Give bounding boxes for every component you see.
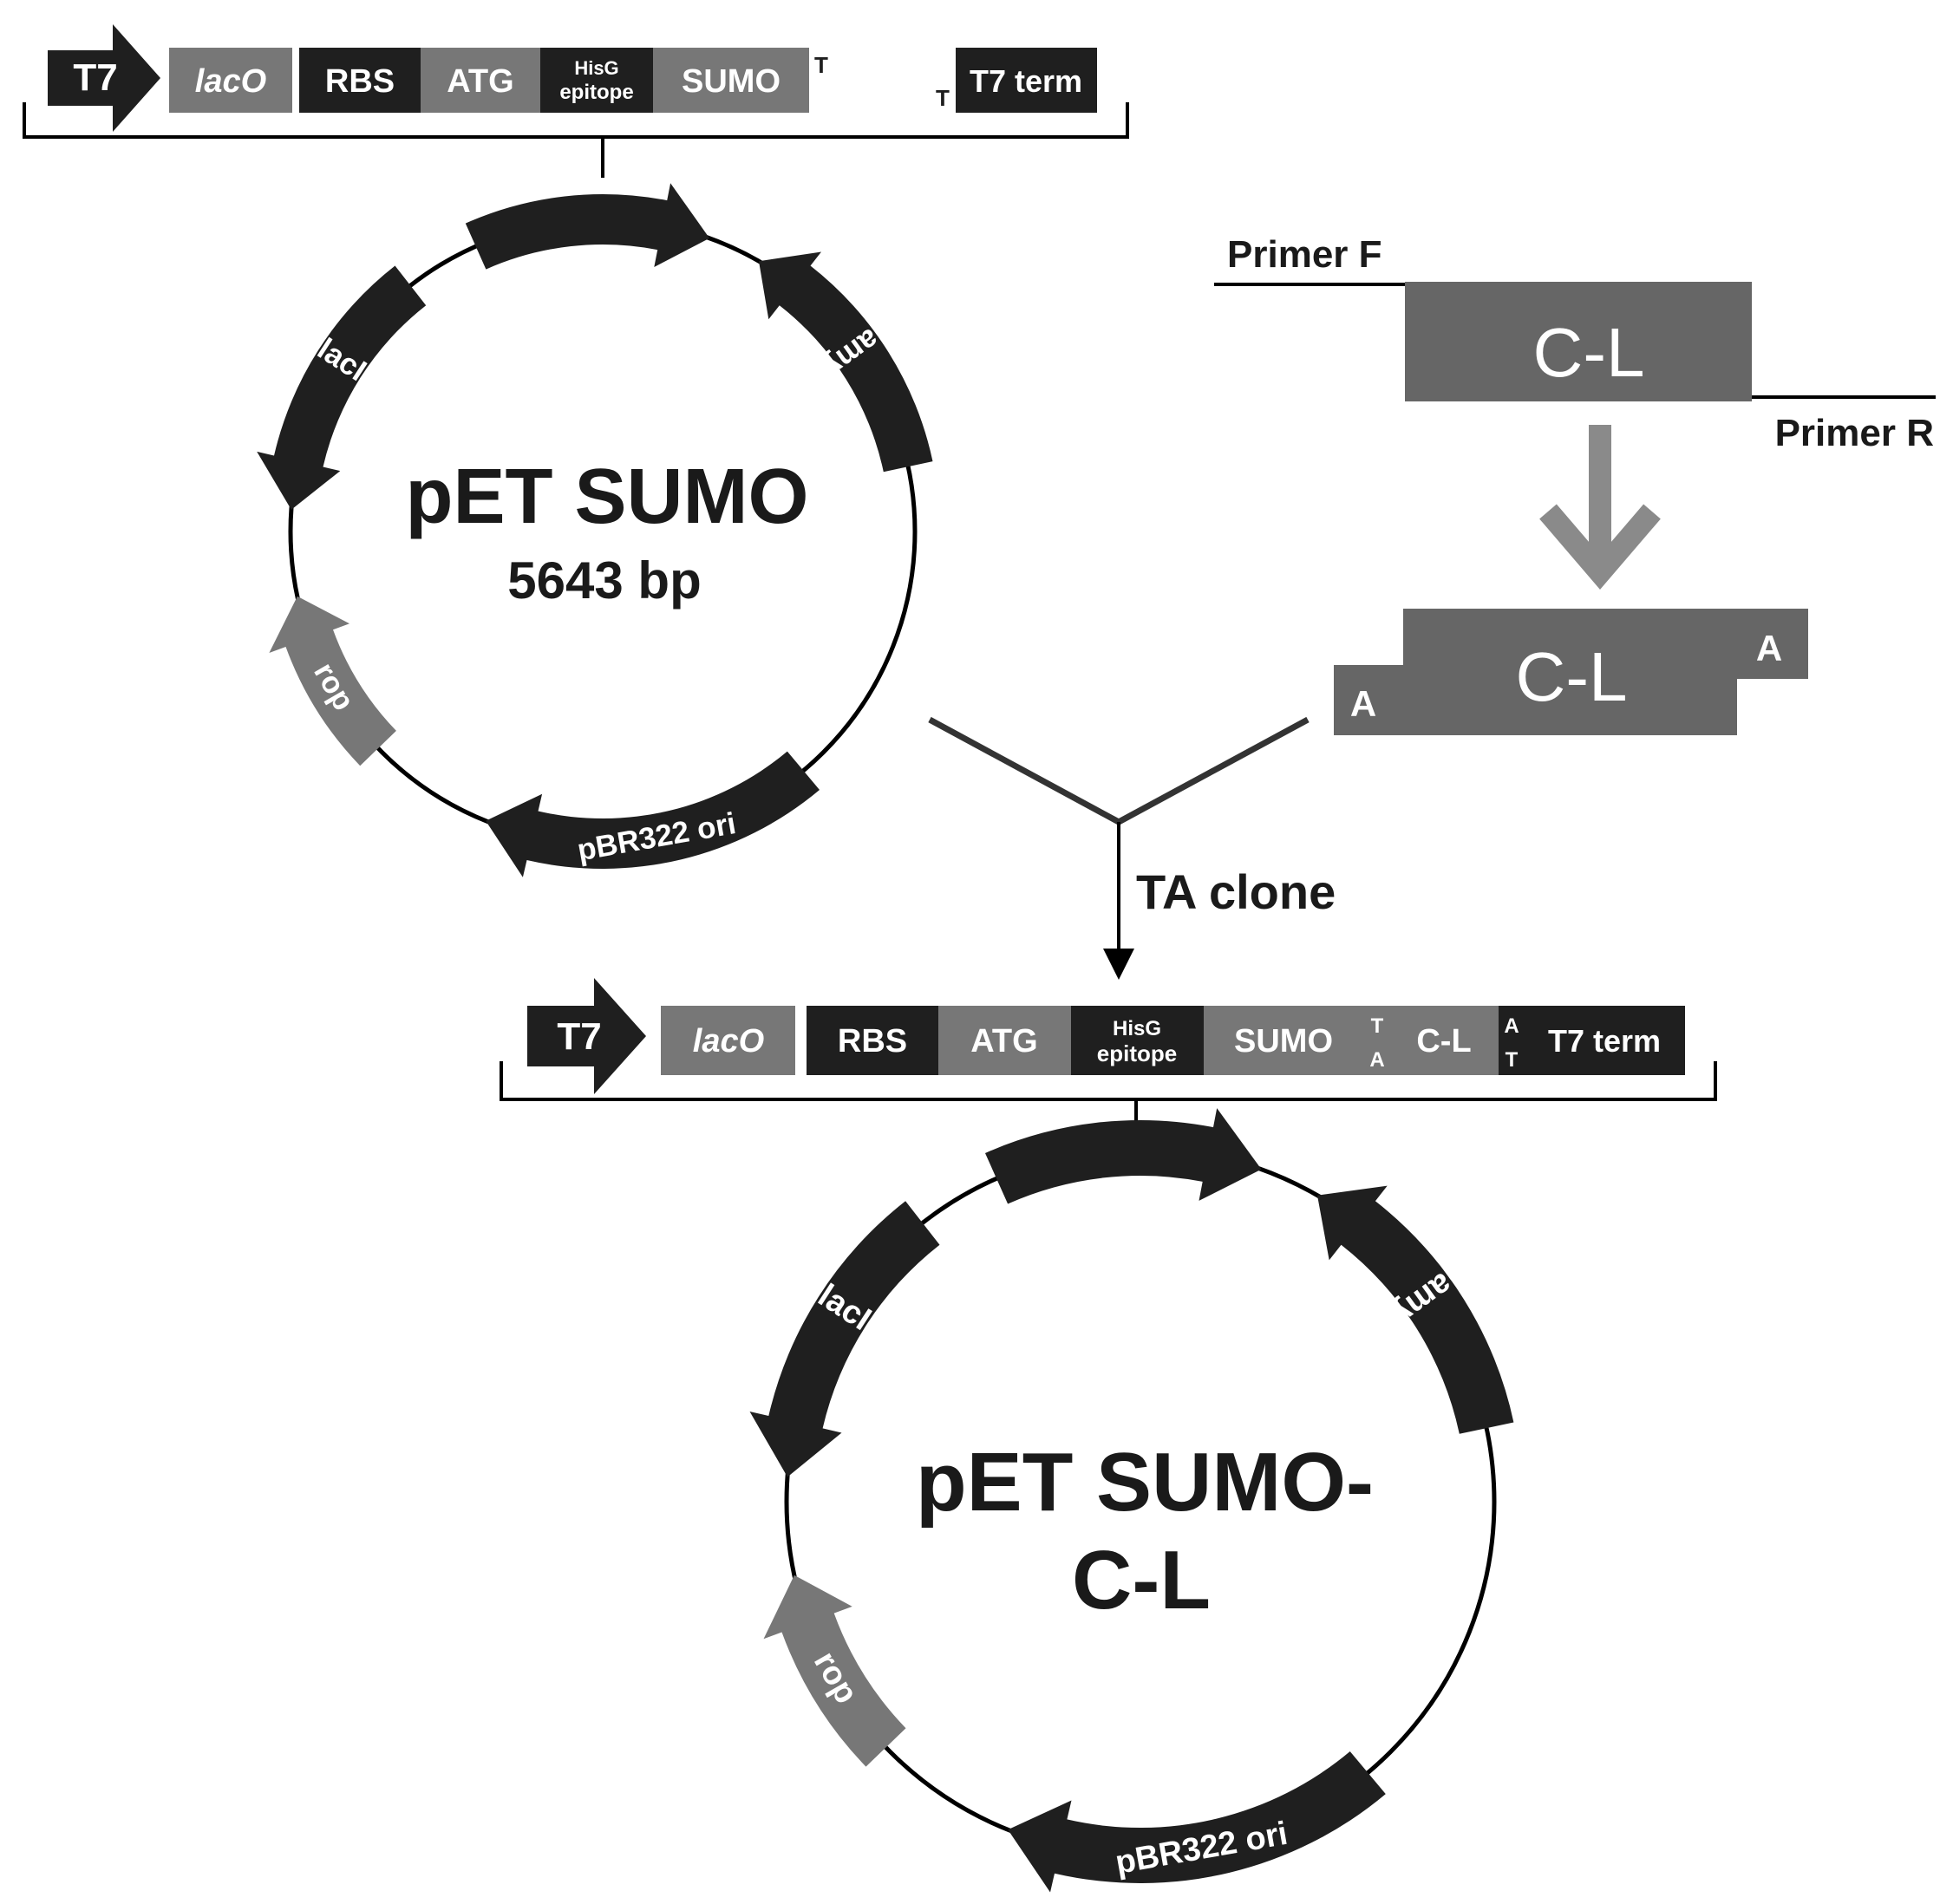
ta-junction-bottom: A: [1369, 1048, 1384, 1072]
atg-box-2: [938, 1006, 1071, 1075]
rbs-box: [299, 48, 421, 113]
bottom-bracket: [500, 1061, 1717, 1101]
top-bracket: [23, 102, 1129, 139]
sumo-box-2: [1204, 1006, 1364, 1075]
t-overhang-left: T: [936, 85, 950, 111]
at-junction-box: [1499, 1006, 1525, 1075]
at-junction-bottom: T: [1506, 1048, 1519, 1072]
at-junction-top: A: [1504, 1014, 1519, 1038]
cl-insert-label: C-L: [1533, 314, 1645, 391]
insert-pcr-product: Primer F C-L Primer R C-L A A: [1214, 233, 1936, 735]
t7term-box-2: [1525, 1006, 1685, 1075]
t7term-box: [956, 48, 1097, 113]
primer-f-label: Primer F: [1227, 233, 1382, 276]
plasmid2-rop-arrow: [763, 1575, 906, 1767]
cl-label-2: C-L: [1416, 1023, 1471, 1060]
t7-label-2: T7: [557, 1015, 601, 1058]
a-tailed-insert: [1334, 609, 1808, 735]
plasmid1-rop-arrow: [269, 596, 396, 766]
plasmid1-kanamycin-arrow: [759, 251, 933, 473]
rbs-label: RBS: [325, 63, 395, 100]
plasmid1-name: pET SUMO: [406, 453, 809, 540]
cl-insert-box: [1405, 282, 1752, 401]
sumo-label: SUMO: [682, 63, 781, 100]
pcr-down-arrow: [1539, 425, 1661, 590]
atg-box: [421, 48, 540, 113]
plasmid2-kanamycin-arrow: [1317, 1185, 1514, 1434]
atg-label-2: ATG: [970, 1023, 1037, 1060]
laco-box-2: [661, 1006, 795, 1075]
hisg-label-2: epitope: [559, 81, 633, 104]
ta-junction-top: T: [1371, 1014, 1384, 1038]
ta-clone-join: TA clone: [928, 716, 1336, 980]
sumo-label-2: SUMO: [1234, 1023, 1333, 1060]
rbs-label-2: RBS: [838, 1023, 907, 1060]
plasmid2-name-line1: pET SUMO-: [916, 1436, 1374, 1529]
t7term-label: T7 term: [970, 63, 1082, 99]
hisg-box-2: [1071, 1006, 1204, 1075]
ta-clone-label: TA clone: [1136, 864, 1336, 919]
hisg-box: [540, 48, 653, 113]
cl-box-2: [1390, 1006, 1499, 1075]
laco-label: lacO: [195, 63, 266, 100]
laco-label-2: lacO: [693, 1023, 764, 1060]
plasmid1-ori-arrow: [486, 751, 820, 877]
a-tailed-insert-label: C-L: [1516, 638, 1628, 715]
t7-promoter-arrow: [48, 24, 160, 132]
sumo-box: [653, 48, 809, 113]
plasmid2-laci-arrow: [749, 1201, 940, 1477]
t-overhang-top: T: [814, 52, 828, 78]
t7-label: T7: [73, 56, 117, 99]
top-expression-cassette: T7 lacO RBS ATG HisG epitope SUMO T T T7…: [23, 24, 1129, 178]
plasmid1-laci-arrow: [257, 265, 427, 510]
atg-label: ATG: [447, 63, 513, 100]
plasmid1-size: 5643 bp: [507, 551, 701, 610]
plasmid2-cassette-arrow: [985, 1108, 1262, 1204]
primer-r-label: Primer R: [1775, 412, 1934, 454]
hisg-label-2b: epitope: [1097, 1040, 1177, 1066]
laco-box: [169, 48, 292, 113]
t7term-label-2: T7 term: [1548, 1023, 1661, 1059]
hisg-label-1: HisG: [574, 57, 618, 79]
ta-junction-box: [1364, 1006, 1390, 1075]
plasmid2-name-line2: C-L: [1072, 1534, 1211, 1627]
hisg-label-2a: HisG: [1113, 1017, 1161, 1040]
t7-promoter-arrow-2: [527, 978, 646, 1094]
plasmid1-cassette-arrow: [465, 183, 710, 270]
a-overhang-left: A: [1350, 683, 1376, 724]
a-overhang-right: A: [1756, 628, 1782, 668]
rbs-box-2: [807, 1006, 938, 1075]
plasmid2-ori-arrow: [1008, 1751, 1386, 1893]
bottom-expression-cassette: T7 lacO RBS ATG HisG epitope SUMO T A C-…: [500, 978, 1717, 1143]
